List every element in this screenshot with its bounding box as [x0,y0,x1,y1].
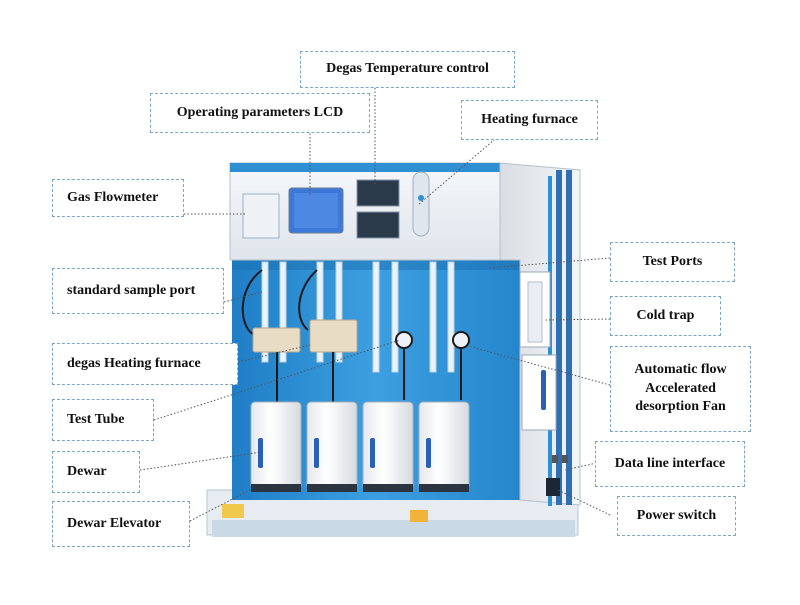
label-gas-flowmeter: Gas Flowmeter [52,179,184,217]
degas-furnaces [252,319,358,353]
label-standard-sample-port: standard sample port [52,268,224,314]
label-automatic-flow-fan: Automatic flow Accelerated desorption Fa… [610,346,751,432]
label-dewar-elevator: Dewar Elevator [52,501,190,547]
logo-badge [410,510,428,522]
label-operating-parameters-lcd: Operating parameters LCD [150,93,370,133]
label-automatic-flow-line3: desorption Fan [635,399,726,415]
base-plate [206,489,579,537]
dewar-flasks [250,401,470,492]
temperature-controller-bottom [356,211,400,239]
label-degas-heating-furnace: degas Heating furnace [52,343,238,385]
top-control-panel [229,162,501,261]
warning-label [222,504,244,518]
label-power-switch: Power switch [617,496,736,536]
pressure-gauges [276,331,470,402]
label-dewar: Dewar [52,451,140,493]
sample-cables [241,269,318,336]
label-degas-temperature-control: Degas Temperature control [300,51,515,88]
fan-housing [521,354,557,431]
test-port-tubes [261,261,455,373]
label-test-ports: Test Ports [610,242,735,282]
right-tower [499,162,581,506]
temperature-controller-top [356,179,400,207]
flowmeter-panel [242,193,280,239]
label-heating-furnace: Heating furnace [461,100,598,140]
label-automatic-flow-line1: Automatic flow [634,361,727,377]
power-switch-block [546,478,560,496]
label-cold-trap: Cold trap [610,296,721,336]
label-data-line-interface: Data line interface [595,441,745,487]
label-test-tube: Test Tube [52,399,154,441]
label-automatic-flow-line2: Accelerated [645,380,716,396]
